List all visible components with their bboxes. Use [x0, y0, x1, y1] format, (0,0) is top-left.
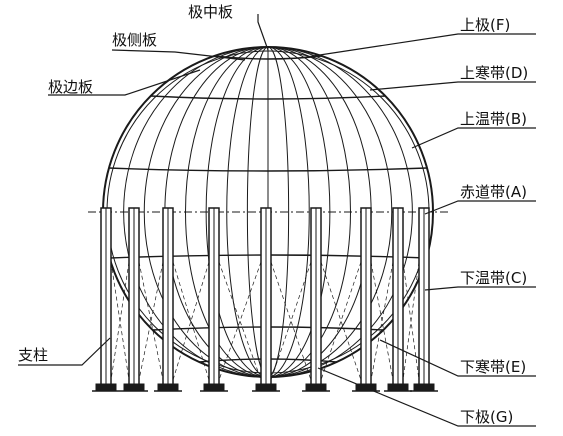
- label-polar-middle-plate: 极中板: [188, 3, 233, 21]
- meridian-seam: [226, 46, 269, 378]
- label-upper-pole: 上极(F): [460, 16, 510, 34]
- cross-brace: [370, 261, 394, 381]
- leader-polar-middle-plate: [257, 14, 269, 51]
- label-lower-cold-zone: 下寒带(E): [460, 358, 526, 376]
- leader-polar-side-plate: [111, 49, 246, 61]
- cross-brace: [110, 261, 130, 381]
- meridian-seam: [267, 46, 393, 378]
- leader-upper-temperate-zone: [411, 127, 536, 149]
- meridian-seam: [267, 46, 290, 378]
- spherical-tank: [88, 46, 448, 392]
- label-support-column: 支柱: [18, 346, 48, 364]
- label-upper-cold-zone: 上寒带(D): [460, 64, 528, 82]
- meridian-seam: [267, 46, 310, 378]
- cross-brace: [402, 261, 420, 381]
- label-equator-zone: 赤道带(A): [460, 183, 527, 201]
- leader-lines: [18, 14, 536, 427]
- column-base-plate: [355, 383, 377, 391]
- column-base-plate: [95, 383, 117, 391]
- label-lower-temperate-zone: 下温带(C): [460, 269, 527, 287]
- leader-support-column: [18, 337, 111, 366]
- column-base-plate: [387, 383, 409, 391]
- column-base-plate: [305, 383, 327, 391]
- leader-lower-temperate-zone: [424, 286, 536, 291]
- leader-lower-pole: [317, 367, 536, 427]
- column-base-plate: [255, 383, 277, 391]
- label-upper-temperate-zone: 上温带(B): [460, 110, 527, 128]
- cross-brace: [138, 261, 164, 381]
- leader-upper-cold-zone: [369, 81, 536, 91]
- leader-lower-cold-zone: [379, 339, 536, 377]
- label-polar-side-plate: 极侧板: [112, 31, 157, 49]
- column-base-plate: [413, 383, 435, 391]
- column-base-plate: [123, 383, 145, 391]
- cross-brace: [138, 261, 164, 381]
- meridian-seam: [246, 46, 269, 378]
- leader-equator-zone: [424, 200, 536, 215]
- cross-brace: [370, 261, 394, 381]
- column-base-plate: [203, 383, 225, 391]
- column-base-plate: [157, 383, 179, 391]
- leader-polar-edge-plate: [48, 69, 201, 96]
- leader-upper-pole: [299, 33, 536, 59]
- label-lower-pole: 下极(G): [460, 408, 513, 426]
- label-polar-edge-plate: 极边板: [48, 78, 93, 96]
